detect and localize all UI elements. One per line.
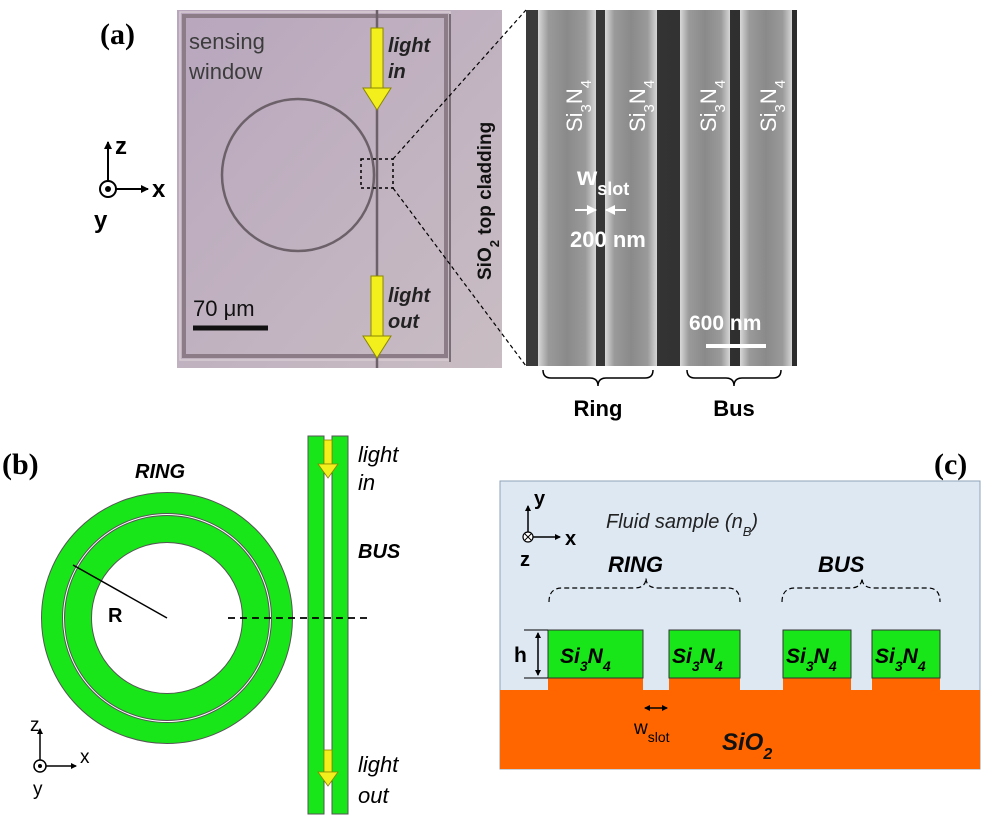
panel-b-ring-label: RING (135, 461, 185, 483)
sem-label-si3n4-2: Si3N4 (625, 80, 658, 132)
bus-schematic (307, 435, 349, 815)
sem-label-si3n4-3: Si3N4 (696, 80, 729, 132)
panel-a-axes: z x y (94, 133, 166, 234)
panel-b-bus-label: BUS (358, 541, 401, 563)
bus-light-out-arrow (317, 749, 339, 787)
panel-c-axes: y x z (520, 488, 576, 571)
panel-c-wg-label-1: Si3N4 (560, 645, 611, 674)
panel-b-light-out-2: out (358, 783, 389, 808)
bus-waveguide-left (782, 629, 852, 679)
light-in-label-1: light (388, 35, 432, 57)
sem-waveguide-2 (605, 10, 657, 366)
panel-a-axis-y-label: y (94, 207, 108, 234)
sensing-label-2: window (188, 59, 262, 84)
panel-b-axis-z-label: z (30, 715, 40, 736)
panel-b-light-out-1: light (358, 752, 399, 777)
bus-right-rail (331, 435, 349, 815)
light-out-arrow (362, 275, 392, 359)
sem-gap-value: 200 nm (570, 227, 646, 252)
sensing-label-1: sensing (189, 29, 265, 54)
radius-label: R (108, 605, 123, 627)
light-out-label-2: out (388, 311, 420, 333)
sem-waveguide-1 (538, 10, 596, 366)
bus-waveguide-right (871, 629, 941, 679)
zoom-line-top (392, 9, 527, 160)
ring-waveguide-right (668, 629, 741, 679)
panel-b-label: (b) (2, 448, 39, 481)
h-label: h (514, 644, 527, 667)
panel-a: (a) z x y (94, 9, 797, 421)
panel-a-label: (a) (100, 18, 135, 51)
radius-line (72, 564, 168, 619)
panel-c-wslot-label: wslot (633, 718, 670, 745)
cladding-label: SiO2 top cladding (475, 122, 502, 280)
ring-schematic: R (41, 492, 293, 744)
ring-waveguide-left (547, 629, 644, 679)
panel-c-axis-x-label: x (565, 528, 576, 550)
panel-a-axis-z-label: z (115, 133, 127, 160)
panel-c-wg-label-2: Si3N4 (672, 645, 723, 674)
sem-waveguide-3 (680, 10, 730, 366)
panel-b-axes: z x y (30, 715, 90, 800)
ring-resonator (220, 97, 376, 253)
panel-a-axis-x-label: x (152, 176, 166, 203)
light-in-arrow (362, 27, 392, 111)
panel-c-axis-y-label: y (534, 488, 546, 510)
substrate-region (500, 690, 980, 769)
panel-b: (b) RING R light in BUS light (2, 435, 401, 815)
microscope-image: sensing window light in light out SiO2 t… (177, 10, 502, 368)
panel-b-light-in-1: light (358, 442, 399, 467)
panel-c-wg-label-3: Si3N4 (786, 645, 837, 674)
panel-c-ring-brace (548, 577, 741, 603)
panel-b-light-in-2: in (358, 470, 375, 495)
sem-bus-label: Bus (713, 396, 755, 421)
sem-label-si3n4-4: Si3N4 (756, 80, 789, 132)
sem-ring-label: Ring (574, 396, 623, 421)
fluid-sample-label: Fluid sample (nB) (606, 511, 758, 539)
sem-label-si3n4-1: Si3N4 (562, 80, 595, 132)
panel-c-bus-label: BUS (818, 552, 865, 577)
panel-c-axis-z-label: z (520, 549, 530, 571)
panel-c: (c) Si3N4 Si3N4 Si3N4 Si3N4 Fluid sample… (499, 448, 981, 770)
panel-b-axis-y-label: y (33, 779, 43, 800)
panel-c-label: (c) (934, 448, 967, 481)
scale-bar-70um-label: 70 μm (193, 296, 255, 321)
sem-image: Si3N4 Si3N4 Si3N4 Si3N4 wslot 200 nm 600… (526, 10, 797, 366)
light-out-label-1: light (388, 285, 432, 307)
light-in-label-2: in (388, 61, 406, 83)
panel-b-axis-x-label: x (80, 747, 90, 768)
panel-c-wg-label-4: Si3N4 (875, 645, 926, 674)
substrate-label: SiO2 (722, 729, 772, 763)
panel-c-ring-label: RING (608, 552, 663, 577)
sensing-window-border (182, 14, 448, 358)
sem-waveguide-4 (740, 10, 792, 366)
bus-brace (686, 369, 782, 387)
sem-scale-label: 600 nm (689, 312, 761, 335)
bus-left-rail (307, 435, 325, 815)
panel-c-bus-brace (781, 577, 941, 603)
sem-wslot-label: wslot (576, 161, 629, 199)
zoom-line-bottom (392, 187, 527, 367)
ring-brace (542, 369, 654, 387)
bus-light-in-arrow (317, 439, 339, 479)
